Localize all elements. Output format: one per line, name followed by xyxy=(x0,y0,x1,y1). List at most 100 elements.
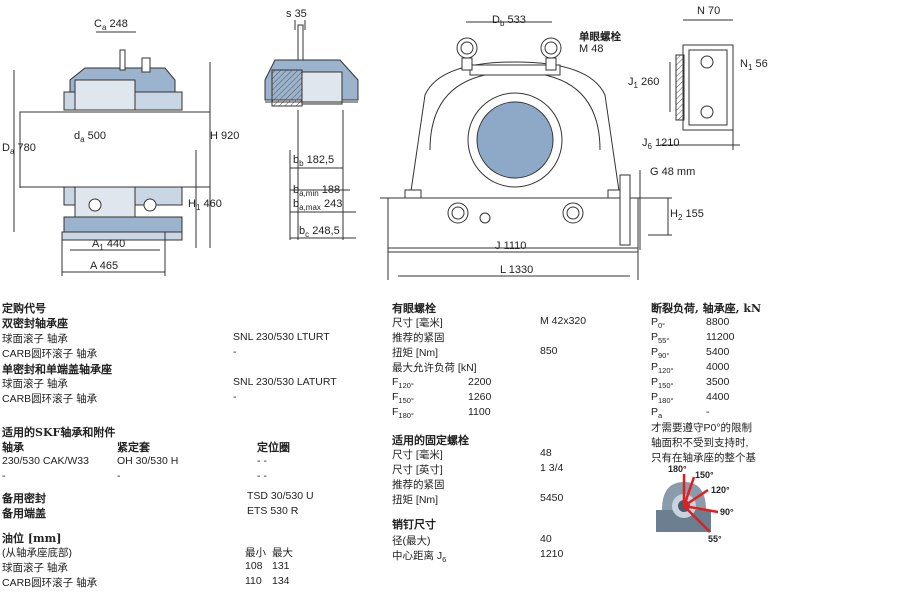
p-row: P180° xyxy=(651,391,674,406)
p-row: P0° xyxy=(651,316,666,331)
p-row-value: 11200 xyxy=(706,331,735,343)
dim-n1: N1 56 xyxy=(740,58,768,73)
angle-label-150: 150° xyxy=(695,470,714,480)
note-line: 才需要遵守P0°的限制 xyxy=(651,422,753,434)
dim-h: H 920 xyxy=(210,130,240,142)
fix-row-label: 推荐的紧固 xyxy=(392,479,445,491)
section-title-breaking-load: 断裂负荷, 轴承座, kN xyxy=(651,302,761,315)
skf-header-sleeve: 紧定套 xyxy=(117,441,150,454)
dim-ba-min: ba,min 188 xyxy=(293,184,341,199)
pin-row-value: 40 xyxy=(540,533,552,545)
fix-row-label: 尺寸 [毫米] xyxy=(392,449,443,461)
dim-ba-max: ba,max 243 xyxy=(293,198,343,213)
skf-cell: 230/530 CAK/W33 xyxy=(2,455,89,467)
fix-row-label: 扭矩 [Nm] xyxy=(392,494,439,506)
angle-label-55: 55° xyxy=(708,534,722,544)
oil-max-header: 最大 xyxy=(272,547,293,559)
oil-row-label: CARB圆环滚子 轴承 xyxy=(2,577,98,589)
skf-header-bearing: 轴承 xyxy=(2,441,24,454)
dim-bc: bc 248,5 xyxy=(299,225,340,240)
technical-drawing xyxy=(13,19,740,280)
dim-a1: A1 440 xyxy=(92,238,126,253)
p-row-value: 5400 xyxy=(706,346,730,358)
pin-row-value: 1210 xyxy=(540,548,564,560)
angle-label-120: 120° xyxy=(711,485,730,495)
dim-l: L 1330 xyxy=(500,264,534,276)
dim-j: J 1110 xyxy=(495,240,527,252)
fix-row-value: 5450 xyxy=(540,492,564,504)
bolt-row-label: 最大允许负荷 [kN] xyxy=(392,362,477,374)
angle-label-90: 90° xyxy=(720,507,734,517)
oil-min-header: 最小 xyxy=(245,547,266,559)
oil-row-label: 球面滚子 轴承 xyxy=(2,562,68,574)
bolt-row-label: 扭矩 [Nm] xyxy=(392,347,439,359)
row-label: CARB圆环滚子 轴承 xyxy=(2,393,98,405)
section-title-pin: 销钉尺寸 xyxy=(392,518,436,531)
dim-bb: bb 182,5 xyxy=(293,154,335,169)
p-row: P150° xyxy=(651,376,674,391)
dim-h1: H1 460 xyxy=(188,198,222,213)
skf-cell: - - xyxy=(257,455,267,467)
bolt-label: 单眼螺栓 xyxy=(579,31,621,43)
p-row: P55° xyxy=(651,331,670,346)
section-title-order: 定购代号 xyxy=(2,302,46,315)
top-view xyxy=(660,19,740,150)
pin-row-label: 中心距离 J6 xyxy=(392,550,447,565)
fix-row-value: 1 3/4 xyxy=(540,462,564,474)
row-label: 球面滚子 轴承 xyxy=(2,378,68,390)
f-row-value: 1100 xyxy=(468,406,491,418)
dim-j6: J6 1210 xyxy=(642,137,680,152)
f-row-value: 2200 xyxy=(468,376,492,388)
bolt-size: M 48 xyxy=(579,43,604,55)
f-row-value: 1260 xyxy=(468,391,492,403)
skf-cell: - xyxy=(117,470,121,482)
cap-label: 备用端盖 xyxy=(2,507,46,520)
dim-n: N 70 xyxy=(697,5,721,17)
dim-da: Da 780 xyxy=(2,142,36,157)
skf-cell: - - xyxy=(257,470,267,482)
seal-label: 备用密封 xyxy=(2,492,46,505)
oil-row-max: 131 xyxy=(272,560,290,572)
dim-da-small: da 500 xyxy=(74,130,106,145)
p-row: P120° xyxy=(651,361,674,376)
dim-s: s 35 xyxy=(286,8,307,20)
note-line: 只有在轴承座的整个基 xyxy=(651,452,756,464)
row-value: - xyxy=(233,346,237,358)
bolt-row-value: 850 xyxy=(540,345,558,357)
skf-cell: OH 30/530 H xyxy=(117,455,179,467)
f-row: F120° xyxy=(392,376,414,391)
pin-row-label: 径(最大) xyxy=(392,535,431,547)
p-row-value: 4000 xyxy=(706,361,730,373)
p-row-value: - xyxy=(706,406,710,418)
load-direction-diagram: 180° 150° 120° 90° 55° xyxy=(656,464,734,544)
p-row-value: 3500 xyxy=(706,376,730,388)
row-value: SNL 230/530 LTURT xyxy=(233,331,330,343)
skf-cell: - xyxy=(2,470,6,482)
section-title-double-seal: 双密封轴承座 xyxy=(2,317,68,330)
dim-j1: J1 260 xyxy=(628,76,660,91)
dim-db: Db 533 xyxy=(492,14,526,29)
row-label: CARB圆环滚子 轴承 xyxy=(2,348,98,360)
p-row-value: 4400 xyxy=(706,391,730,403)
section-title-skf: 适用的SKF轴承和附件 xyxy=(2,426,116,439)
bolt-row-label: 尺寸 [毫米] xyxy=(392,317,443,329)
section-title-fix-bolt: 适用的固定螺栓 xyxy=(392,434,469,447)
dim-h2: H2 155 xyxy=(670,208,704,223)
p-row-value: 8800 xyxy=(706,316,730,328)
dim-a: A 465 xyxy=(90,260,119,272)
f-row: F150° xyxy=(392,391,414,406)
angle-label-180: 180° xyxy=(668,464,687,474)
row-value: SNL 230/530 LATURT xyxy=(233,376,337,388)
oil-row-min: 108 xyxy=(245,560,263,572)
bolt-row-value: M 42x320 xyxy=(540,315,587,327)
oil-row-min: 110 xyxy=(245,575,262,587)
p-row: Pa xyxy=(651,406,663,421)
p-row: P90° xyxy=(651,346,670,361)
fix-row-label: 尺寸 [英寸] xyxy=(392,464,443,476)
cap-value: ETS 530 R xyxy=(247,505,299,517)
section-title-single-seal: 单密封和单端盖轴承座 xyxy=(2,363,112,376)
seal-value: TSD 30/530 U xyxy=(247,490,314,502)
dim-g: G 48 mm xyxy=(650,166,696,178)
section-title-oil: 油位 [mm] xyxy=(2,532,62,545)
front-view xyxy=(380,21,672,280)
